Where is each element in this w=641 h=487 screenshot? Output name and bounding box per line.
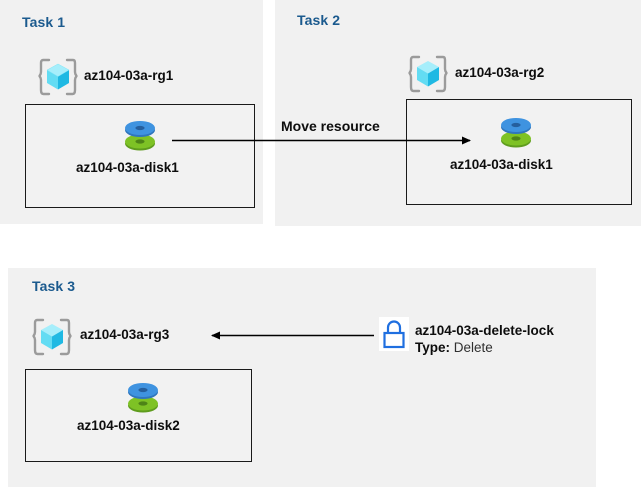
disk-label-task-1: az104-03a-disk1 [76, 160, 179, 175]
resource-group-cube-icon [32, 317, 72, 357]
lock-type-key: Type: [415, 340, 451, 355]
managed-disk-icon [121, 375, 165, 419]
resource-group-label-rg3: az104-03a-rg3 [80, 327, 170, 342]
resource-group-label-rg2: az104-03a-rg2 [455, 65, 545, 80]
disk-label-task-2: az104-03a-disk1 [450, 157, 553, 172]
lock-name-label: az104-03a-delete-lock [415, 323, 554, 338]
lock-type-row: Type: Delete [415, 339, 554, 356]
resource-group-cube-icon [408, 54, 448, 94]
connector-label-move-resource: Move resource [281, 118, 380, 134]
panel-title-task-1: Task 1 [22, 14, 66, 30]
disk-label-task-3: az104-03a-disk2 [77, 418, 180, 433]
lock-label-group: az104-03a-delete-lock Type: Delete [415, 322, 554, 356]
managed-disk-icon [118, 113, 162, 157]
lock-type-value: Delete [453, 340, 493, 355]
resource-container-task-2 [406, 99, 632, 205]
panel-title-task-3: Task 3 [32, 278, 76, 294]
resource-group-cube-icon [38, 57, 78, 97]
padlock-icon [379, 317, 409, 351]
resource-group-label-rg1: az104-03a-rg1 [84, 68, 174, 83]
panel-title-task-2: Task 2 [297, 12, 341, 28]
managed-disk-icon [494, 110, 538, 154]
